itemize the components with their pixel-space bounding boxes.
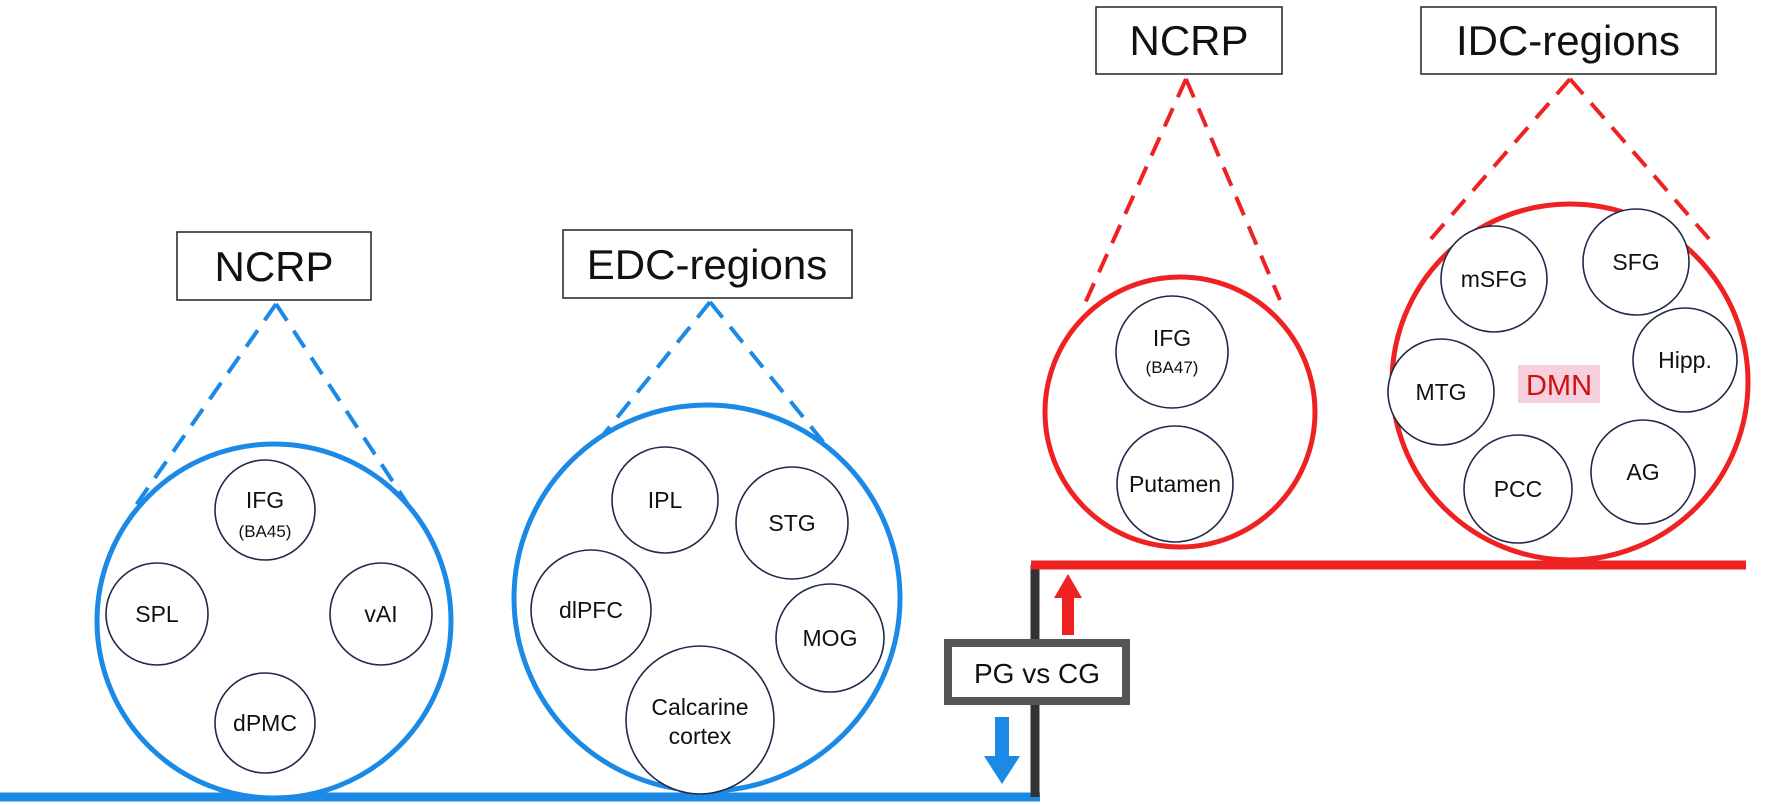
right-ncrp-group: NCRP IFG (BA47) Putamen xyxy=(1042,6,1318,550)
edc-group: EDC-regions IPL STG dlPFC MOG Calcarine … xyxy=(511,229,903,795)
idc-group: IDC-regions DMN mSFG SFG Hipp. MTG AG PC… xyxy=(1387,6,1751,563)
comparison-label: PG vs CG xyxy=(974,658,1100,689)
left-ncrp-group: NCRP IFG (BA45) SPL vAI dPMC xyxy=(94,231,454,801)
node-dlpfc-label: dlPFC xyxy=(559,597,623,623)
node-stg xyxy=(735,466,849,580)
node-ag-label: AG xyxy=(1626,459,1659,485)
increase-arrow-icon xyxy=(1054,574,1082,635)
node-msfg-label: mSFG xyxy=(1461,266,1527,292)
left-ncrp-label-box xyxy=(176,231,372,301)
left-ncrp-dash-left xyxy=(134,302,278,507)
left-ncrp-label: NCRP xyxy=(214,243,333,290)
node-dlpfc xyxy=(530,549,652,671)
right-ncrp-dash-left xyxy=(1080,78,1188,311)
node-pcc-label: PCC xyxy=(1494,476,1543,502)
node-putamen-label: Putamen xyxy=(1129,471,1221,497)
node-ifg-ba47-sub: (BA47) xyxy=(1146,358,1199,377)
idc-label: IDC-regions xyxy=(1456,17,1680,64)
node-msfg xyxy=(1440,225,1548,333)
right-ncrp-label-box xyxy=(1095,6,1283,75)
node-putamen xyxy=(1116,425,1234,543)
node-mog-label: MOG xyxy=(803,625,858,651)
node-calcarine-label-line2: cortex xyxy=(669,723,732,749)
node-dpmc xyxy=(214,672,316,774)
dmn-highlight xyxy=(1518,365,1600,403)
node-sfg xyxy=(1582,208,1690,316)
right-ncrp-label: NCRP xyxy=(1129,17,1248,64)
left-ncrp-circle xyxy=(94,441,454,801)
node-pcc xyxy=(1463,434,1573,544)
node-ag xyxy=(1590,419,1696,525)
node-vai xyxy=(329,562,433,666)
right-ncrp-dash-right xyxy=(1184,78,1282,301)
node-stg-label: STG xyxy=(768,510,815,536)
idc-label-box xyxy=(1420,6,1717,75)
comparison-box xyxy=(944,639,1130,705)
dmn-label: DMN xyxy=(1526,370,1592,402)
node-ipl xyxy=(611,446,719,554)
node-ifg-ba45-label: IFG xyxy=(246,487,284,513)
node-spl-label: SPL xyxy=(135,601,179,627)
node-sfg-label: SFG xyxy=(1612,249,1659,275)
node-calcarine-cortex xyxy=(625,645,775,795)
node-ifg-ba45-sub: (BA45) xyxy=(239,522,292,541)
idc-dash-left xyxy=(1428,77,1572,242)
node-ipl-label: IPL xyxy=(648,487,683,513)
edc-label: EDC-regions xyxy=(587,241,827,288)
idc-dash-right xyxy=(1568,77,1712,242)
node-calcarine-label: Calcarine xyxy=(651,694,748,720)
edc-label-box xyxy=(562,229,853,299)
right-ncrp-circle xyxy=(1042,274,1318,550)
node-hipp-label: Hipp. xyxy=(1658,347,1712,373)
node-mog xyxy=(775,583,885,693)
node-ifg-ba45 xyxy=(214,459,316,561)
decrease-arrow-icon xyxy=(984,717,1020,784)
node-dpmc-label: dPMC xyxy=(233,710,297,736)
node-ifg-ba47 xyxy=(1115,295,1229,409)
node-ifg-ba47-label: IFG xyxy=(1153,325,1191,351)
node-spl xyxy=(105,562,209,666)
edc-dash-right xyxy=(708,300,848,472)
node-mtg xyxy=(1387,338,1495,446)
node-vai-label: vAI xyxy=(364,601,397,627)
node-hipp xyxy=(1632,307,1738,413)
node-mtg-label: MTG xyxy=(1415,379,1466,405)
comparison-step: PG vs CG xyxy=(944,574,1130,784)
